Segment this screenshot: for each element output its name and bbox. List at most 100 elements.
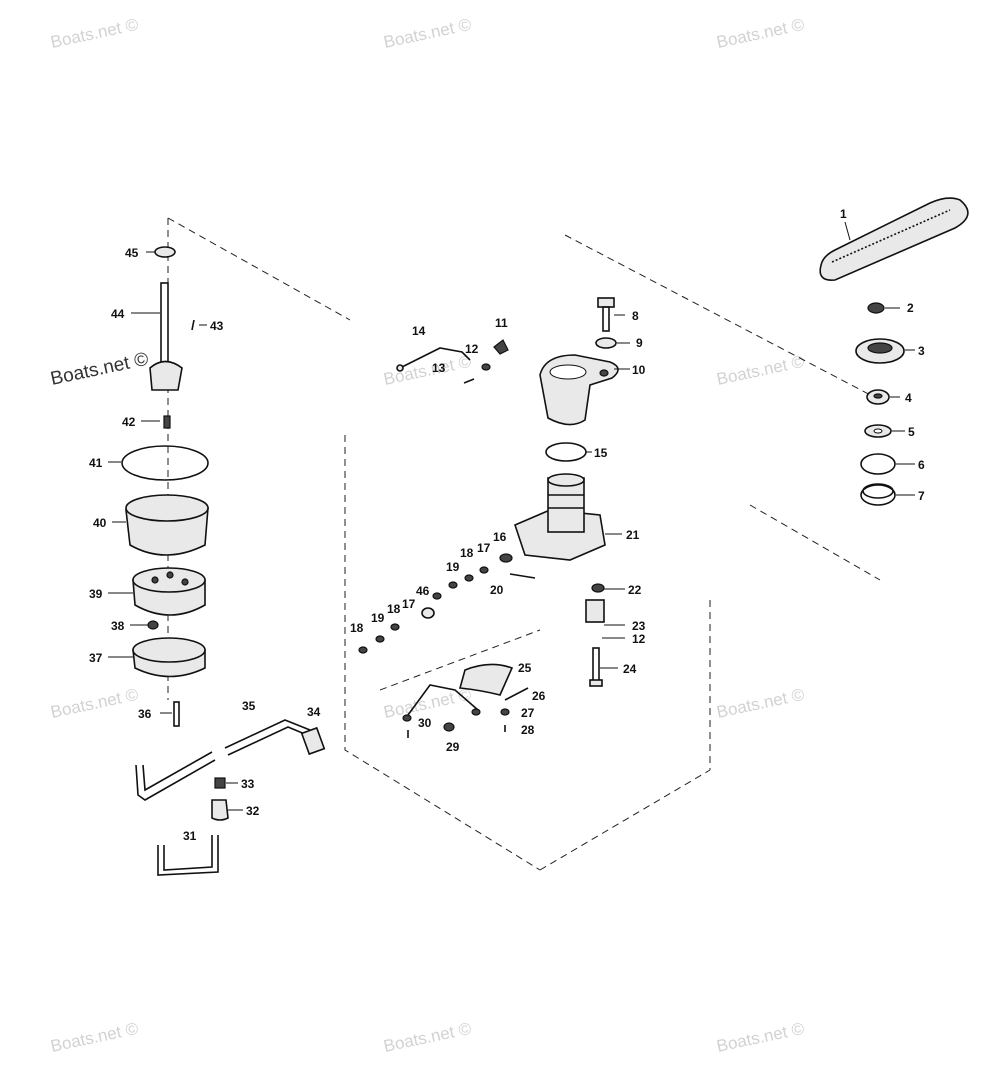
- callout-11: 11: [495, 316, 508, 330]
- leader-lines: [108, 221, 915, 811]
- assembly-guide-lines: [167, 217, 881, 871]
- callout-4: 4: [905, 391, 912, 405]
- part-37-base-plate: [132, 637, 206, 678]
- callout-37: 37: [89, 651, 103, 665]
- callout-13: 13: [432, 361, 446, 375]
- part-9-washer: [595, 337, 617, 349]
- part-21-housing: [514, 473, 606, 561]
- callout-40: 40: [93, 516, 107, 530]
- callout-7: 7: [918, 489, 925, 503]
- callout-41: 41: [89, 456, 103, 470]
- callout-17: 17: [477, 541, 491, 555]
- part-22-fitting: [591, 583, 605, 593]
- watermark: Boats.net ©: [382, 352, 474, 389]
- watermark: Boats.net ©: [49, 685, 141, 722]
- callout-22: 22: [628, 583, 642, 597]
- part-11-screw: [493, 339, 509, 355]
- part-42-pin: [163, 415, 171, 429]
- callout-42: 42: [122, 415, 136, 429]
- part-43-key: [191, 319, 195, 331]
- callout-12: 12: [465, 342, 479, 356]
- callout-28: 28: [521, 723, 535, 737]
- callout-35: 35: [242, 699, 256, 713]
- callout-39: 39: [89, 587, 103, 601]
- callout-36: 36: [138, 707, 152, 721]
- watermark: Boats.net ©: [382, 15, 474, 52]
- part-45-washer: [154, 246, 176, 258]
- callout-31: 31: [183, 829, 197, 843]
- part-15-o-ring: [545, 442, 587, 462]
- callout-46: 46: [416, 584, 430, 598]
- callout-33: 33: [241, 777, 255, 791]
- callout-18c: 18: [387, 602, 401, 616]
- callout-5: 5: [908, 425, 915, 439]
- callout-44: 44: [111, 307, 125, 321]
- callout-26: 26: [532, 689, 546, 703]
- callout-19b: 19: [371, 611, 385, 625]
- part-36-bolt: [173, 701, 180, 727]
- watermark: Boats.net ©: [49, 15, 141, 52]
- callout-6: 6: [918, 458, 925, 472]
- small-fasteners-center: [358, 553, 536, 654]
- callout-18b: 18: [350, 621, 364, 635]
- part-32-cap: [211, 799, 229, 821]
- callout-20: 20: [490, 583, 504, 597]
- callout-17b: 17: [402, 597, 416, 611]
- part-6-retaining-ring: [860, 453, 896, 475]
- callout-21: 21: [626, 528, 640, 542]
- callout-27: 27: [521, 706, 535, 720]
- callout-8: 8: [632, 309, 639, 323]
- callout-30: 30: [418, 716, 432, 730]
- part-39-rotor: [132, 567, 206, 616]
- part-38-nut: [147, 620, 159, 630]
- part-40-flywheel-cup: [125, 494, 209, 556]
- part-1-timing-belt: [819, 197, 969, 281]
- part-24-bolt: [589, 647, 603, 687]
- callout-45: 45: [125, 246, 139, 260]
- watermark: Boats.net ©: [49, 349, 151, 390]
- part-23-block: [585, 599, 605, 623]
- callout-12b: 12: [632, 632, 646, 646]
- callout-43: 43: [210, 319, 224, 333]
- part-31-hose: [157, 835, 219, 876]
- watermark: Boats.net ©: [49, 1019, 141, 1056]
- part-44-shaft: [149, 282, 183, 391]
- part-2-nut: [867, 302, 885, 314]
- callout-32: 32: [246, 804, 260, 818]
- callout-24: 24: [623, 662, 637, 676]
- callout-16: 16: [493, 530, 507, 544]
- part-12-fitting: [481, 363, 491, 371]
- callout-9: 9: [636, 336, 643, 350]
- part-41-o-ring: [121, 445, 209, 481]
- watermark: Boats.net ©: [715, 685, 807, 722]
- callout-29: 29: [446, 740, 460, 754]
- part-8-bolt: [597, 297, 615, 332]
- part-13-screw: [463, 378, 475, 384]
- callout-34: 34: [307, 705, 321, 719]
- part-34-hose: [300, 726, 326, 756]
- part-3-pulley: [855, 338, 905, 364]
- part-4-washer: [866, 389, 890, 405]
- callout-18: 18: [460, 546, 474, 560]
- callout-19: 19: [446, 560, 460, 574]
- callout-10: 10: [632, 363, 646, 377]
- part-hose-left: [135, 751, 216, 801]
- part-7-ring: [860, 483, 896, 506]
- watermark: Boats.net ©: [715, 352, 807, 389]
- part-14-link-rod: [396, 347, 471, 372]
- watermark: Boats.net ©: [715, 15, 807, 52]
- callout-15: 15: [594, 446, 608, 460]
- callout-38: 38: [111, 619, 125, 633]
- callout-1: 1: [840, 207, 847, 221]
- watermark: Boats.net ©: [715, 1019, 807, 1056]
- part-10-bracket: [539, 354, 619, 426]
- part-33-grommet: [214, 777, 226, 789]
- part-35-hose: [224, 719, 313, 756]
- callout-2: 2: [907, 301, 914, 315]
- watermark: Boats.net ©: [382, 1019, 474, 1056]
- callout-25: 25: [518, 661, 532, 675]
- callout-3: 3: [918, 344, 925, 358]
- part-5-washer: [864, 424, 892, 438]
- callout-23: 23: [632, 619, 646, 633]
- callout-labels: 1 2 3 4 5 6 7 8 9 10 11 12 13 14 15 16 1…: [89, 207, 925, 843]
